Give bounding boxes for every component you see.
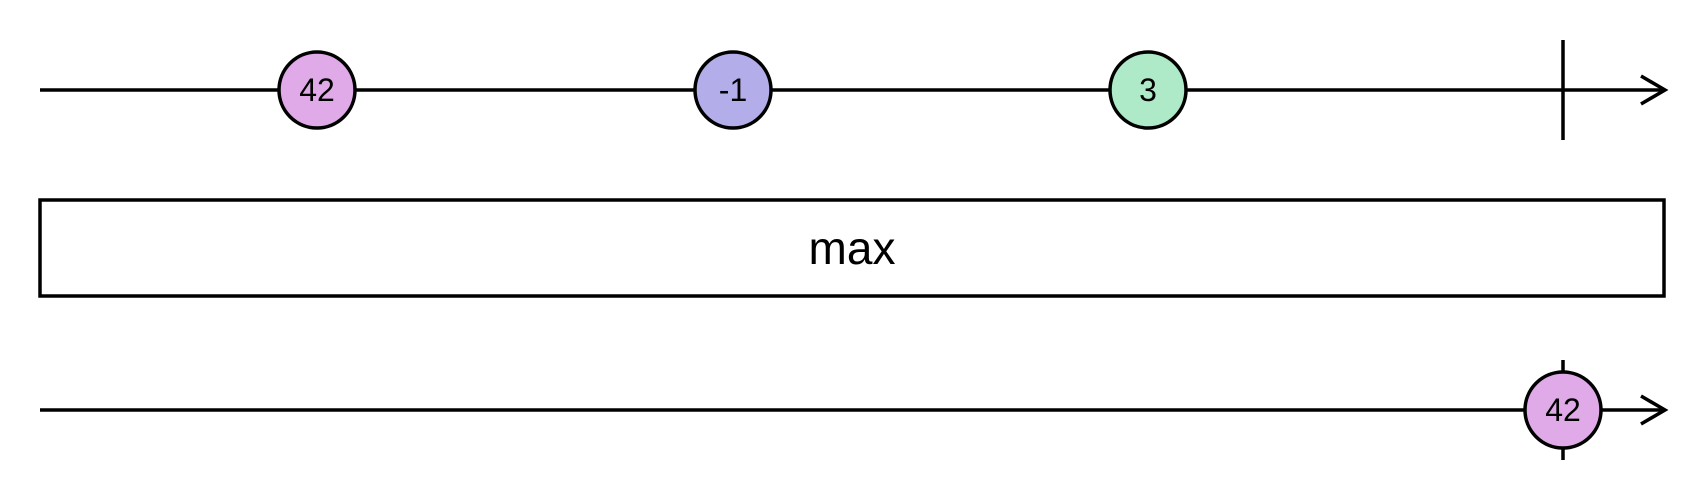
input-marble-label: -1 [719, 72, 747, 108]
input-marble-label: 42 [299, 72, 335, 108]
operator-label: max [809, 222, 896, 274]
operator-box [38, 198, 1666, 298]
output-marble-circle [1523, 370, 1603, 450]
output-stream: 42 [40, 360, 1669, 460]
input-marble-label: 3 [1139, 72, 1157, 108]
input-marble: 3 [1108, 50, 1188, 130]
input-marble-circle [277, 50, 357, 130]
input-marble-circle [1108, 50, 1188, 130]
input-marble-circle [693, 50, 773, 130]
output-timeline-arrow-icon [1640, 394, 1669, 426]
input-marble: 42 [277, 50, 357, 130]
input-marble: -1 [693, 50, 773, 130]
output-marble-label: 42 [1545, 392, 1581, 428]
input-stream: 42 -1 3 [40, 40, 1669, 140]
operator: max [38, 198, 1666, 298]
output-marble: 42 [1523, 370, 1603, 450]
input-timeline-arrow-icon [1640, 74, 1669, 106]
